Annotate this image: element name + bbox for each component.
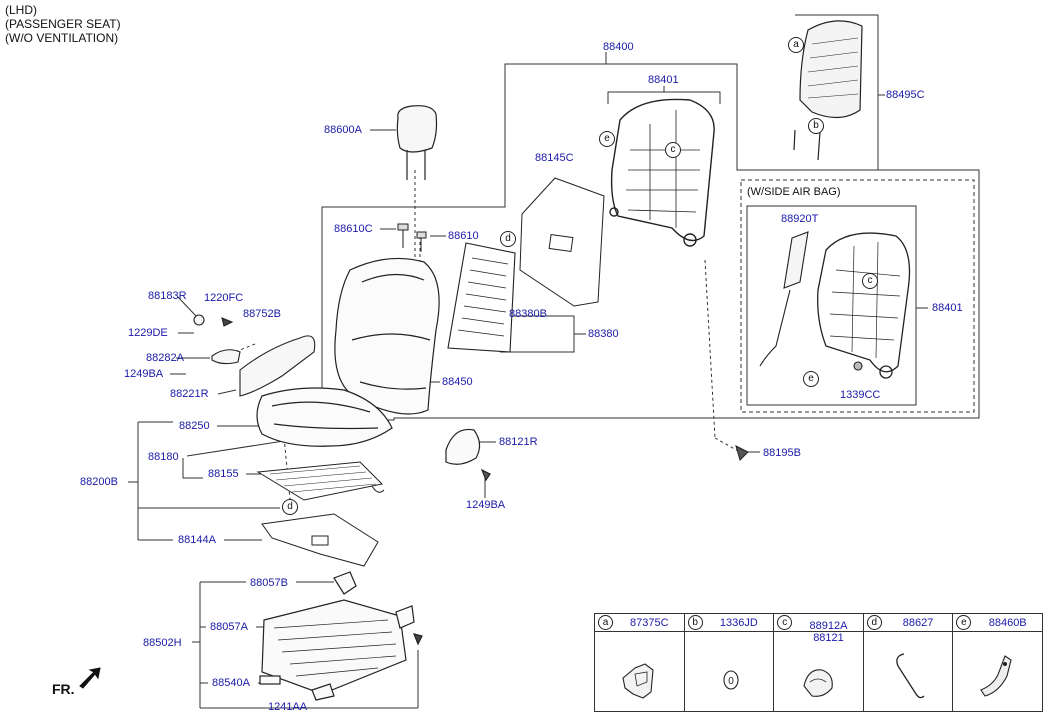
legend-table: a 87375C b 1336JD c 88912A d 88627 e 8 xyxy=(594,613,1043,712)
label-88282A: 88282A xyxy=(146,352,184,364)
legend-header-e: e 88460B xyxy=(952,613,1043,632)
label-88183R: 88183R xyxy=(148,290,187,302)
label-88400: 88400 xyxy=(603,41,634,53)
label-88180: 88180 xyxy=(148,451,179,463)
header-lhd: (LHD) xyxy=(5,3,37,17)
seat-track-shape xyxy=(261,599,407,695)
callout-c-top: c xyxy=(665,142,681,158)
clip-88912A-icon xyxy=(803,669,834,697)
label-88540A: 88540A xyxy=(212,677,250,689)
legend-image-c: 88121 xyxy=(773,631,864,712)
backrest-pad-shape xyxy=(447,242,516,353)
label-88610: 88610 xyxy=(448,230,479,242)
legend-part-b: 1336JD xyxy=(719,617,758,629)
label-1229DE: 1229DE xyxy=(128,327,168,339)
label-88752B: 88752B xyxy=(243,308,281,320)
legend-part-c: 88912A xyxy=(809,620,848,632)
wire-88627-icon xyxy=(896,653,925,699)
grommet-1336JD-icon: 0 xyxy=(723,670,739,690)
callout-a: a xyxy=(788,37,804,53)
label-88145C: 88145C xyxy=(535,152,574,164)
seat-frame-top-shape xyxy=(610,98,715,242)
heater-mat-shape xyxy=(256,461,384,501)
label-1339CC: 1339CC xyxy=(840,389,881,401)
label-1241AA: 1241AA xyxy=(268,701,308,713)
label-88200B: 88200B xyxy=(80,476,118,488)
legend-key-a: a xyxy=(598,615,613,630)
label-88195B: 88195B xyxy=(763,447,801,459)
label-88502H: 88502H xyxy=(143,637,182,649)
label-88610C: 88610C xyxy=(334,223,373,235)
hook-88460B-icon xyxy=(980,655,1013,697)
label-88600A: 88600A xyxy=(324,124,362,136)
legend-image-a xyxy=(594,631,685,712)
legend-header-a: a 87375C xyxy=(594,613,685,632)
airbag-module-shape xyxy=(783,231,809,289)
callout-e-top: e xyxy=(599,131,615,147)
header-passenger-seat: (PASSENGER SEAT) xyxy=(5,17,121,31)
callout-e-right: e xyxy=(803,371,819,387)
label-88121R: 88121R xyxy=(499,436,538,448)
legend-image-e xyxy=(952,631,1043,712)
label-88495C: 88495C xyxy=(886,89,925,101)
callout-b: b xyxy=(808,118,824,134)
legend-key-b: b xyxy=(687,615,703,630)
headrest-shape xyxy=(396,105,438,153)
legend-header-c: c 88912A xyxy=(773,613,864,632)
header-no-ventilation: (W/O VENTILATION) xyxy=(5,31,119,45)
callout-d-top: d xyxy=(500,231,516,247)
legend-header-d: d 88627 xyxy=(862,613,954,632)
label-88221R: 88221R xyxy=(170,388,209,400)
legend-header-b: b 1336JD xyxy=(683,613,775,632)
label-side-airbag: (W/SIDE AIR BAG) xyxy=(747,186,841,198)
callout-d-bottom: d xyxy=(282,499,298,515)
label-88920T: 88920T xyxy=(781,213,819,225)
label-1249BA-left: 1249BA xyxy=(124,368,164,380)
side-cover-shape xyxy=(445,428,481,465)
label-88380B: 88380B xyxy=(509,308,547,320)
label-88155: 88155 xyxy=(208,468,239,480)
seat-back-shape xyxy=(334,257,440,415)
label-1249BA-mid: 1249BA xyxy=(466,499,506,511)
legend-key-d: d xyxy=(866,615,882,630)
legend-key-c: c xyxy=(777,615,793,630)
legend-image-d xyxy=(862,631,954,712)
label-88380: 88380 xyxy=(588,328,619,340)
label-88250: 88250 xyxy=(179,420,210,432)
label-88450: 88450 xyxy=(442,376,473,388)
airbag-frame-shape xyxy=(817,232,911,373)
label-1220FC: 1220FC xyxy=(204,292,244,304)
clip-87375C-icon xyxy=(622,663,654,699)
grommet-glyph: 0 xyxy=(728,676,734,687)
legend-image-b: 0 xyxy=(683,631,775,712)
legend-part-e: 88460B xyxy=(988,617,1027,629)
label-88057B: 88057B xyxy=(250,577,288,589)
label-88057A: 88057A xyxy=(210,621,248,633)
legend-part-c2: 88121 xyxy=(813,632,844,644)
legend-part-d: 88627 xyxy=(902,617,934,629)
front-arrow-shape xyxy=(79,667,101,689)
box-88400 xyxy=(321,63,980,421)
front-direction-label: FR. xyxy=(52,681,75,697)
label-88401-right: 88401 xyxy=(932,302,963,314)
legend-key-e: e xyxy=(956,615,972,630)
label-88144A: 88144A xyxy=(178,534,216,546)
callout-c-right: c xyxy=(862,273,878,289)
label-88401-top: 88401 xyxy=(648,74,679,86)
legend-part-a: 87375C xyxy=(630,617,669,629)
side-shield-shape xyxy=(239,335,316,397)
